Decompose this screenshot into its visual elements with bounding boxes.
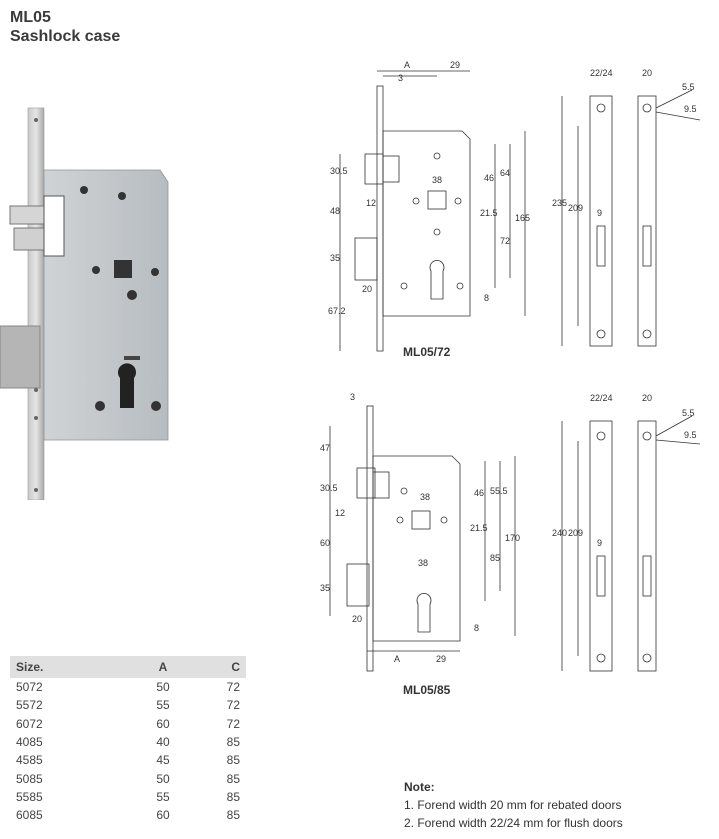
dim-60: 60 xyxy=(320,538,330,548)
dim-21-5: 21.5 xyxy=(480,208,498,218)
dim-20: 20 xyxy=(362,284,372,294)
dim-22-24: 22/24 xyxy=(590,68,613,78)
cell-size: 5085 xyxy=(16,771,43,786)
cell-size: 5585 xyxy=(16,789,43,804)
dim-38-b: 38 xyxy=(418,558,428,568)
notes-block: Note: 1. Forend width 20 mm for rebated … xyxy=(404,778,623,832)
cell-size: 4085 xyxy=(16,735,43,750)
dim-235: 235 xyxy=(552,198,567,208)
dim-72: 72 xyxy=(500,236,510,246)
dim-8: 8 xyxy=(474,623,479,633)
cell-c: 85 xyxy=(226,735,240,750)
dim-29: 29 xyxy=(450,60,460,70)
dim-9: 9 xyxy=(597,208,602,218)
dim-8: 8 xyxy=(484,293,489,303)
dim-46: 46 xyxy=(484,173,494,183)
dim-47: 47 xyxy=(320,443,330,453)
caption-ml05-85: ML05/85 xyxy=(403,683,451,697)
header-a: A xyxy=(122,656,204,678)
caption-ml05-72: ML05/72 xyxy=(403,345,451,359)
lock-photo xyxy=(0,107,169,500)
cell-a: 55 xyxy=(156,698,170,713)
dim-20: 20 xyxy=(352,614,362,624)
dim-a: A xyxy=(394,654,400,664)
dim-9-5: 9.5 xyxy=(684,104,697,114)
dim-9-5: 9.5 xyxy=(684,430,697,440)
cell-a: 40 xyxy=(156,735,170,750)
drawing-ml05-72: A 3 29 30.5 48 12 35 20 67.2 38 46 64 21… xyxy=(328,60,701,352)
cell-a: 55 xyxy=(156,789,170,804)
dim-12: 12 xyxy=(335,508,345,518)
cell-size: 6072 xyxy=(16,716,43,731)
dim-46: 46 xyxy=(474,488,484,498)
dim-21-5: 21.5 xyxy=(470,523,488,533)
dim-9: 9 xyxy=(597,538,602,548)
cell-a: 60 xyxy=(156,808,170,823)
notes-heading: Note: xyxy=(404,780,435,794)
dim-170: 170 xyxy=(505,533,520,543)
cell-c: 72 xyxy=(226,716,240,731)
dim-30-5: 30.5 xyxy=(320,483,338,493)
cell-c: 85 xyxy=(226,808,240,823)
note-item: 1. Forend width 20 mm for rebated doors xyxy=(404,798,622,812)
dim-165: 165 xyxy=(515,213,530,223)
dim-3: 3 xyxy=(350,392,355,402)
cell-a: 50 xyxy=(156,680,170,695)
product-title: ML05 Sashlock case xyxy=(10,8,120,46)
dim-55-5: 55.5 xyxy=(490,486,508,496)
dim-209: 209 xyxy=(568,203,583,213)
dim-5-5: 5.5 xyxy=(682,82,695,92)
dim-38-a: 38 xyxy=(420,492,430,502)
dim-35: 35 xyxy=(320,583,330,593)
dim-5-5: 5.5 xyxy=(682,408,695,418)
model-name: ML05 xyxy=(10,9,51,26)
cell-a: 45 xyxy=(156,753,170,768)
cell-size: 5572 xyxy=(16,698,43,713)
dim-22-24: 22/24 xyxy=(590,393,613,403)
drawing-ml05-85: 3 47 30.5 12 60 35 20 38 38 46 55.5 21.5… xyxy=(320,392,701,672)
cell-a: 60 xyxy=(156,716,170,731)
cell-c: 85 xyxy=(226,771,240,786)
dim-29: 29 xyxy=(436,654,446,664)
dim-67-2: 67.2 xyxy=(328,306,346,316)
dim-209: 209 xyxy=(568,528,583,538)
dim-30-5: 30.5 xyxy=(330,166,348,176)
cell-a: 50 xyxy=(156,771,170,786)
dim-20-side: 20 xyxy=(642,393,652,403)
dim-3: 3 xyxy=(398,73,403,83)
dim-a: A xyxy=(404,60,410,70)
cell-size: 4585 xyxy=(16,753,43,768)
dim-64: 64 xyxy=(500,168,510,178)
cell-c: 85 xyxy=(226,753,240,768)
dim-35: 35 xyxy=(330,253,340,263)
dim-48: 48 xyxy=(330,206,340,216)
note-item: 2. Forend width 22/24 mm for flush doors xyxy=(404,816,623,830)
cell-c: 72 xyxy=(226,698,240,713)
dim-20-side: 20 xyxy=(642,68,652,78)
product-subtitle: Sashlock case xyxy=(10,28,121,45)
cell-c: 72 xyxy=(226,680,240,695)
dim-240: 240 xyxy=(552,528,567,538)
header-size: Size. xyxy=(10,656,122,678)
dim-12: 12 xyxy=(366,198,376,208)
cell-c: 85 xyxy=(226,789,240,804)
cell-size: 6085 xyxy=(16,808,43,823)
cell-size: 5072 xyxy=(16,680,43,695)
header-c: C xyxy=(204,656,246,678)
dim-85: 85 xyxy=(490,553,500,563)
table-header-row: Size. A C xyxy=(10,656,246,678)
dim-38: 38 xyxy=(432,175,442,185)
